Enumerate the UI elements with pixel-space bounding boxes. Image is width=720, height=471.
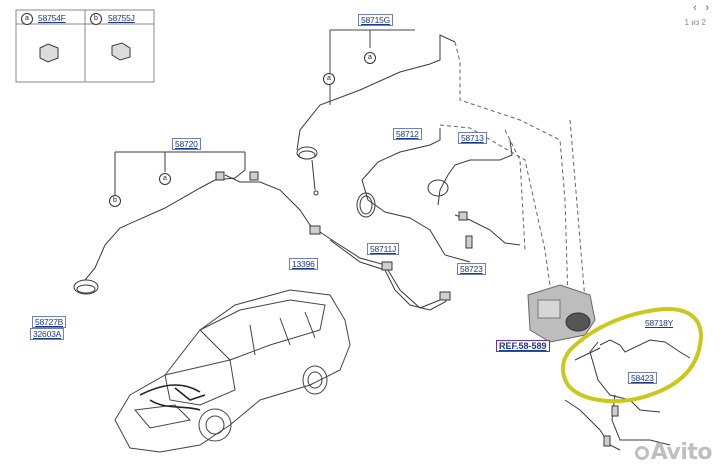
part-58713-label[interactable]: 58713 bbox=[458, 132, 487, 144]
image-nav: ‹ › bbox=[690, 2, 712, 14]
clip-b-icon bbox=[111, 42, 131, 61]
marker-a-upper-2: a bbox=[364, 52, 376, 64]
part-58711J-label[interactable]: 58711J bbox=[367, 243, 400, 255]
marker-a-left: a bbox=[159, 173, 171, 185]
part-58720-label[interactable]: 58720 bbox=[172, 138, 201, 150]
part-58718Y-label[interactable]: 58718Y bbox=[645, 318, 674, 328]
legend-marker-b: b bbox=[90, 13, 102, 25]
chevron-right-icon[interactable]: › bbox=[705, 2, 709, 14]
highlight-loop bbox=[561, 307, 703, 404]
legend-marker-a: a bbox=[21, 13, 33, 25]
avito-watermark: Avito bbox=[634, 440, 713, 465]
part-58727B-label[interactable]: 58727B bbox=[32, 316, 67, 328]
marker-a-upper: a bbox=[323, 73, 335, 85]
chevron-left-icon[interactable]: ‹ bbox=[693, 2, 697, 14]
clip-a-icon bbox=[39, 43, 59, 63]
part-58754F-label[interactable]: 58754F bbox=[38, 13, 66, 23]
page-indicator: 1 из 2 bbox=[684, 18, 706, 27]
part-58423-label[interactable]: 58423 bbox=[628, 372, 657, 384]
part-13396-label[interactable]: 13396 bbox=[289, 258, 318, 270]
part-58715G-label[interactable]: 58715G bbox=[358, 14, 394, 26]
part-32603A-label[interactable]: 32603A bbox=[30, 328, 65, 340]
part-58755J-label[interactable]: 58755J bbox=[108, 13, 135, 23]
marker-b-left: b bbox=[109, 195, 121, 207]
ref-58-589-label[interactable]: REF.58-589 bbox=[496, 340, 550, 352]
part-58723-label[interactable]: 58723 bbox=[457, 263, 486, 275]
part-58712-label[interactable]: 58712 bbox=[393, 128, 422, 140]
abs-motor bbox=[565, 312, 591, 332]
vehicle-illustration bbox=[114, 289, 351, 453]
